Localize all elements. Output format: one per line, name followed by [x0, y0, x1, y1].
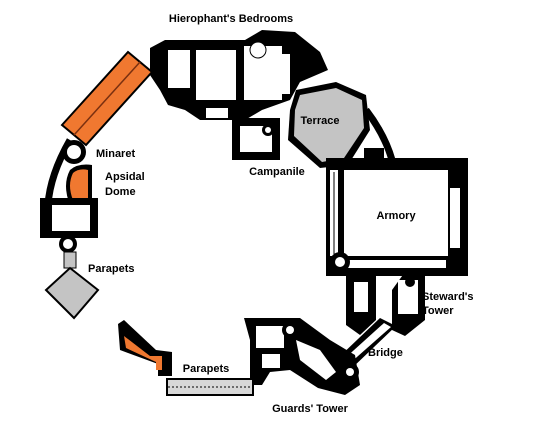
west-parapets: [44, 251, 100, 320]
minaret: [62, 140, 86, 164]
bedrooms-spiral-stair: [249, 41, 267, 59]
nw-roof: [60, 50, 154, 147]
label-parapets-south: Parapets: [183, 363, 229, 375]
label-apsidal-dome: Apsidal Dome: [105, 171, 148, 198]
campanile: [232, 118, 280, 160]
label-armory: Armory: [376, 210, 416, 222]
stewards-tower: [392, 272, 425, 336]
label-stewards-tower: Steward's Tower: [422, 291, 477, 317]
terrace: [288, 82, 370, 168]
label-stewards-tower-line1: Steward's: [422, 291, 474, 303]
guards-tower: [244, 318, 360, 395]
sw-roof: [118, 320, 172, 376]
label-stewards-tower-line2: Tower: [422, 305, 454, 317]
label-apsidal-dome-line2: Dome: [105, 186, 136, 198]
label-terrace: Terrace: [301, 115, 340, 127]
west-rooms: [40, 198, 98, 253]
label-campanile: Campanile: [249, 166, 305, 178]
south-parapet-walkway: [166, 378, 254, 396]
apsidal-dome: [66, 164, 92, 205]
label-hierophants-bedrooms: Hierophant's Bedrooms: [169, 13, 293, 25]
label-apsidal-dome-line1: Apsidal: [105, 171, 145, 183]
bedrooms-block: [150, 30, 328, 120]
label-parapets-west: Parapets: [88, 263, 134, 275]
armory: [326, 158, 468, 276]
label-guards-tower: Guards' Tower: [272, 403, 348, 415]
east-curtain-wall: [363, 107, 396, 161]
label-minaret: Minaret: [96, 148, 135, 160]
label-bridge: Bridge: [368, 347, 403, 359]
